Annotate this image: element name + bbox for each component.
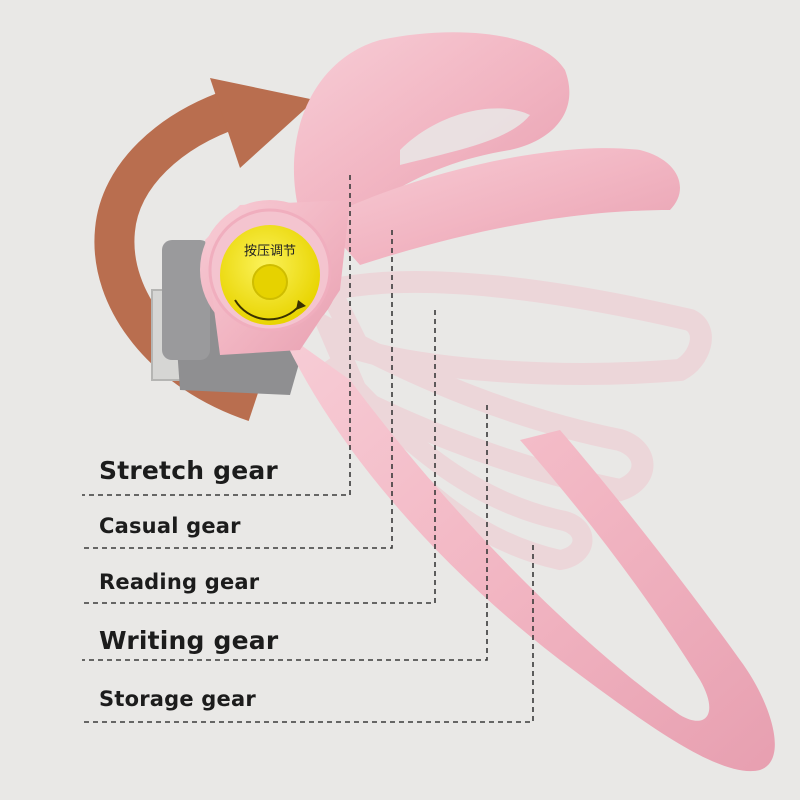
leader-line-writing <box>82 405 488 661</box>
leader-line-casual <box>82 230 393 549</box>
storage-arm <box>280 330 775 772</box>
gear-label-casual: Casual gear <box>99 514 241 538</box>
leader-line-reading <box>82 310 436 604</box>
gear-label-reading: Reading gear <box>99 570 260 594</box>
gear-label-stretch: Stretch gear <box>99 456 278 485</box>
gear-label-storage: Storage gear <box>99 687 256 711</box>
adjustment-knob-icon: 按压调节 <box>220 225 320 325</box>
leader-line-stretch <box>82 175 351 496</box>
casual-arm <box>320 148 680 265</box>
leader-lines <box>82 175 534 723</box>
gear-label-writing: Writing gear <box>99 626 279 655</box>
knob-label: 按压调节 <box>244 244 296 259</box>
ghost-arms <box>307 270 712 571</box>
leader-line-storage <box>82 545 534 723</box>
